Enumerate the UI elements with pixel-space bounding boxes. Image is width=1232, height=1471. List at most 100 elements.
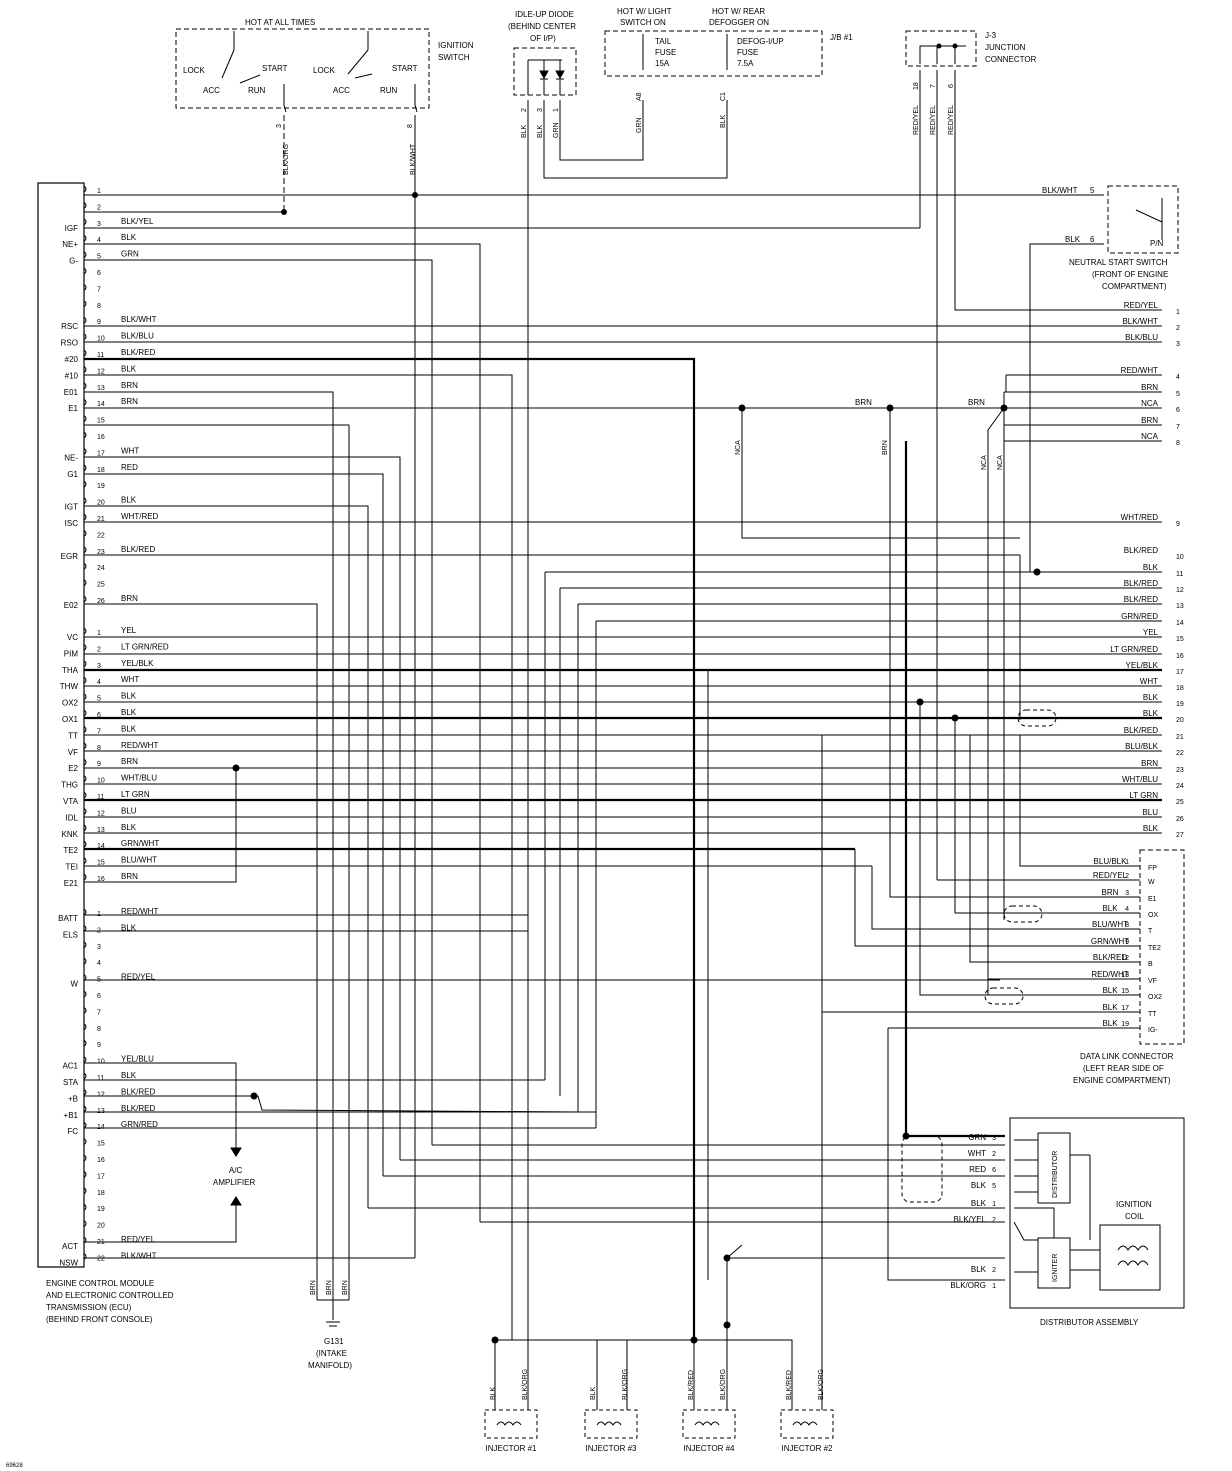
ecm-pin-terminal [83, 908, 87, 916]
ecm-pin-terminal [83, 316, 87, 324]
ecm-pin-number: 18 [97, 1190, 105, 1197]
dlc-wire-color: BLK/RED [1093, 953, 1127, 962]
terminal-number: 2 [1176, 325, 1180, 332]
ecm-pin-terminal [83, 546, 87, 554]
ecm-pin-terminal [83, 857, 87, 864]
jb1-pin: A8 [636, 92, 643, 101]
dlc-label: (LEFT REAR SIDE OF [1083, 1064, 1164, 1073]
distributor-wire-color: BLK [971, 1265, 987, 1274]
terminal-number: 27 [1176, 832, 1184, 839]
neutral-label: NEUTRAL START SWITCH [1069, 258, 1168, 267]
injector-wire: BLK/RED [688, 1370, 695, 1400]
ecm-pin-number: 18 [97, 467, 105, 474]
ecm-pin-number: 17 [97, 450, 105, 457]
ignition-position: ACC [333, 86, 350, 95]
terminal-wire-color: BLK [1143, 693, 1159, 702]
ecm-pin-number: 22 [97, 1255, 105, 1262]
distributor-pin-number: 1 [992, 1201, 996, 1208]
injector-label: INJECTOR #1 [486, 1444, 538, 1453]
terminal-number: 9 [1176, 521, 1180, 528]
injector-wire: BLK/ORG [720, 1369, 727, 1400]
ecm-pin-name: STA [63, 1078, 79, 1087]
ecm-pin-number: 8 [97, 745, 101, 752]
ecm-wire-color: BLK/WHT [121, 315, 157, 324]
terminal-wire-color: BLU/BLK [1125, 742, 1159, 751]
ecm-wire-color: BRN [121, 381, 138, 390]
ecm-pin-number: 13 [97, 1108, 105, 1115]
distributor-assembly-label: DISTRIBUTOR ASSEMBLY [1040, 1318, 1139, 1327]
ground-label: MANIFOLD) [308, 1361, 352, 1370]
terminal-number: 20 [1176, 717, 1184, 724]
ecm-wire-color: YEL/BLU [121, 1055, 154, 1064]
ecm-pin-terminal [83, 267, 87, 275]
terminal-number: 24 [1176, 783, 1184, 790]
ecm-pin-terminal [83, 758, 87, 766]
ecm-pin-number: 2 [97, 204, 101, 211]
distributor-pin-number: 1 [992, 1283, 996, 1290]
jb1-box [604, 30, 823, 77]
ecm-pin-number: 6 [97, 270, 101, 277]
dlc-wire-color: BLU/BLK [1094, 857, 1128, 866]
terminal-wire-color: BLU [1142, 808, 1158, 817]
dlc-terminal-name: B [1148, 961, 1153, 968]
ecm-pin-number: 6 [97, 712, 101, 719]
ecm-pin-terminal [83, 1138, 87, 1145]
jb1-fuse-label: DEFOG-I/UP [737, 37, 784, 46]
injector-wire: BLK/ORG [818, 1369, 825, 1400]
terminal-wire-color: BLK [1143, 709, 1159, 718]
ecm-wire-color: BLK/RED [121, 1104, 155, 1113]
ecm-pin-terminal [83, 1187, 87, 1195]
ecm-pin-number: 15 [97, 418, 105, 425]
jb1-fuse-label: 7.5A [737, 59, 754, 68]
ecm-pin-terminal [83, 497, 87, 504]
dlc-wire-color: BLK [1102, 1019, 1118, 1028]
ecm-pin-terminal [83, 941, 87, 949]
ecm-pin-number: 5 [97, 696, 101, 703]
ecm-wire-color: BLK [121, 1071, 137, 1080]
ecm-pin-number: 3 [97, 944, 101, 951]
terminal-wire-color: BLK/RED [1124, 579, 1158, 588]
j3-label: CONNECTOR [985, 55, 1037, 64]
ecm-pin-name: E21 [64, 879, 79, 888]
ecm-pin-terminal [83, 1203, 87, 1211]
ecm-pin-terminal [83, 185, 87, 193]
ecm-pin-number: 3 [97, 663, 101, 670]
ecm-pin-number: 5 [97, 977, 101, 984]
terminal-wire-color: NCA [1141, 399, 1159, 408]
dlc-pin-number: 17 [1121, 1005, 1129, 1012]
injector-wire: BLK/ORG [622, 1369, 629, 1400]
dlc-wire-color: BLK [1102, 904, 1118, 913]
ecm-pin-number: 11 [97, 794, 104, 801]
ecm-pin-terminal [83, 464, 87, 472]
distributor-wire-color: GRN [968, 1133, 986, 1142]
j3-label: JUNCTION [985, 43, 1026, 52]
ecm-pin-number: 2 [97, 927, 101, 934]
jb1-pin: C1 [720, 92, 727, 101]
ground-label: G131 [324, 1337, 344, 1346]
ignition-label: SWITCH [438, 53, 470, 62]
ecm-pin-name: EGR [61, 552, 79, 561]
coil-label: IGNITION [1116, 1200, 1152, 1209]
ecm-pin-name: NSW [59, 1258, 78, 1267]
ecm-pin-terminal [83, 202, 87, 209]
figure-id: 69628 [6, 1463, 23, 1469]
idle-up-wire: BLK [537, 124, 544, 138]
dlc-terminal-name: T [1148, 928, 1153, 935]
dlc-pin-number: 15 [1121, 988, 1129, 995]
dlc-pin-number: 13 [1121, 972, 1129, 979]
ecm-pin-name: W [70, 980, 78, 989]
ignition-pin: 8 [407, 124, 414, 128]
terminal-number: 5 [1176, 391, 1180, 398]
ground-wire: BRN [326, 1280, 333, 1295]
dlc-wire-color: GRN/WHT [1091, 937, 1129, 946]
ecm-pin-name: THA [62, 666, 79, 675]
j3-pin: 7 [930, 84, 937, 88]
ecm-wire-color: BLK [121, 823, 137, 832]
ignition-pin: 3 [276, 124, 283, 128]
ecm-pin-number: 19 [97, 1206, 105, 1213]
ecm-pin-number: 24 [97, 565, 105, 572]
ecm-pin-terminal [83, 415, 87, 422]
ecm-pin-name: ISC [65, 519, 79, 528]
ecm-pin-number: 20 [97, 1223, 105, 1230]
